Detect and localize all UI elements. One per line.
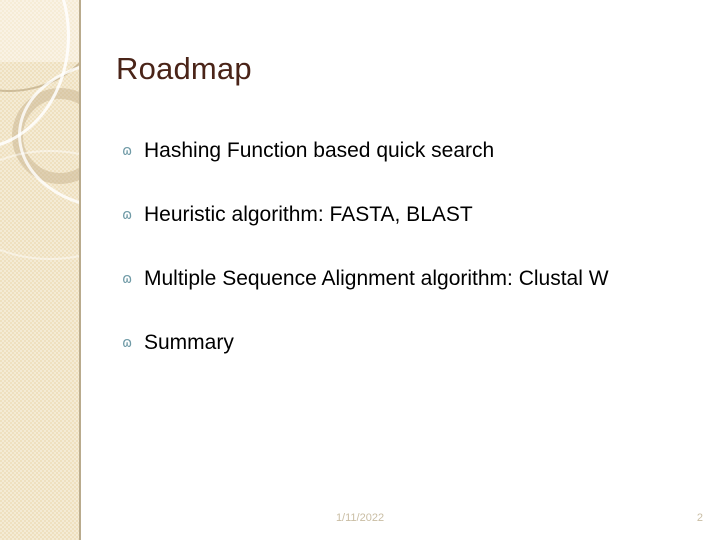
list-item-label: Heuristic algorithm: FASTA, BLAST <box>144 203 473 226</box>
footer-date: 1/11/2022 <box>335 512 385 524</box>
slide-title: Roadmap <box>116 51 252 86</box>
list-item-label: Multiple Sequence Alignment algorithm: C… <box>144 267 609 290</box>
list-item: ɷ Summary <box>122 331 702 395</box>
bullet-marker-icon: ɷ <box>122 335 133 351</box>
list-item: ɷ Multiple Sequence Alignment algorithm:… <box>122 267 702 331</box>
sidebar-faint-arc-icon <box>0 150 79 260</box>
list-item: ɷ Heuristic algorithm: FASTA, BLAST <box>122 203 702 267</box>
bullet-list: ɷ Hashing Function based quick search ɷ … <box>122 139 702 395</box>
sidebar-decoration <box>0 0 81 540</box>
bullet-marker-icon: ɷ <box>122 271 133 287</box>
list-item: ɷ Hashing Function based quick search <box>122 139 702 203</box>
bullet-marker-icon: ɷ <box>122 207 133 223</box>
bullet-marker-icon: ɷ <box>122 143 133 159</box>
list-item-label: Summary <box>144 331 234 354</box>
list-item-label: Hashing Function based quick search <box>144 139 495 162</box>
footer-page-number: 2 <box>696 512 703 524</box>
